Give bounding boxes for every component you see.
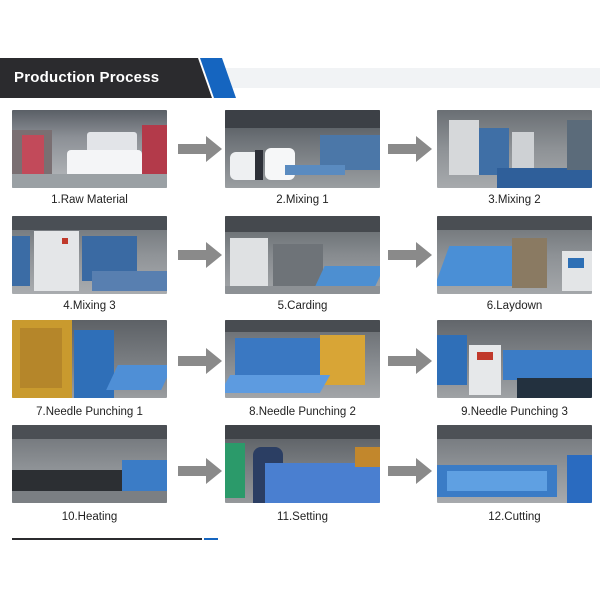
right-arrow-icon bbox=[388, 136, 432, 162]
step-label: 7.Needle Punching 1 bbox=[36, 406, 143, 418]
page-title: Production Process bbox=[14, 69, 160, 86]
step-label: 1.Raw Material bbox=[51, 194, 128, 206]
process-step-12: 12.Cutting bbox=[437, 425, 592, 523]
step-photo-needle-punching-1 bbox=[12, 320, 167, 398]
header-band bbox=[212, 68, 600, 88]
right-arrow-icon bbox=[388, 458, 432, 484]
step-label: 4.Mixing 3 bbox=[63, 300, 116, 312]
step-photo-mixing-1 bbox=[225, 110, 380, 188]
right-arrow-icon bbox=[178, 348, 222, 374]
process-step-10: 10.Heating bbox=[12, 425, 167, 523]
step-label: 3.Mixing 2 bbox=[488, 194, 541, 206]
right-arrow-icon bbox=[178, 242, 222, 268]
right-arrow-icon bbox=[178, 458, 222, 484]
step-photo-heating bbox=[12, 425, 167, 503]
step-label: 10.Heating bbox=[61, 511, 118, 523]
process-step-1: 1.Raw Material bbox=[12, 110, 167, 206]
process-step-7: 7.Needle Punching 1 bbox=[12, 320, 167, 418]
step-label: 9.Needle Punching 3 bbox=[461, 406, 568, 418]
step-photo-mixing-2 bbox=[437, 110, 592, 188]
right-arrow-icon bbox=[388, 242, 432, 268]
step-label: 6.Laydown bbox=[486, 300, 543, 312]
step-photo-needle-punching-2 bbox=[225, 320, 380, 398]
step-label: 2.Mixing 1 bbox=[276, 194, 329, 206]
process-step-5: 5.Carding bbox=[225, 216, 380, 312]
step-photo-mixing-3 bbox=[12, 216, 167, 294]
step-photo-laydown bbox=[437, 216, 592, 294]
step-label: 11.Setting bbox=[277, 511, 328, 523]
step-photo-setting bbox=[225, 425, 380, 503]
right-arrow-icon bbox=[388, 348, 432, 374]
right-arrow-icon bbox=[178, 136, 222, 162]
process-step-2: 2.Mixing 1 bbox=[225, 110, 380, 206]
process-step-3: 3.Mixing 2 bbox=[437, 110, 592, 206]
process-step-6: 6.Laydown bbox=[437, 216, 592, 312]
step-label: 5.Carding bbox=[277, 300, 328, 312]
step-photo-carding bbox=[225, 216, 380, 294]
step-label: 8.Needle Punching 2 bbox=[249, 406, 356, 418]
footer-divider bbox=[12, 538, 202, 540]
step-photo-needle-punching-3 bbox=[437, 320, 592, 398]
process-step-8: 8.Needle Punching 2 bbox=[225, 320, 380, 418]
step-photo-raw-material bbox=[12, 110, 167, 188]
process-step-4: 4.Mixing 3 bbox=[12, 216, 167, 312]
header-dark-tab bbox=[0, 58, 212, 98]
step-photo-cutting bbox=[437, 425, 592, 503]
section-header: Production Process bbox=[0, 58, 600, 98]
step-label: 12.Cutting bbox=[488, 511, 541, 523]
footer-accent bbox=[204, 538, 218, 540]
process-step-11: 11.Setting bbox=[225, 425, 380, 523]
process-step-9: 9.Needle Punching 3 bbox=[437, 320, 592, 418]
